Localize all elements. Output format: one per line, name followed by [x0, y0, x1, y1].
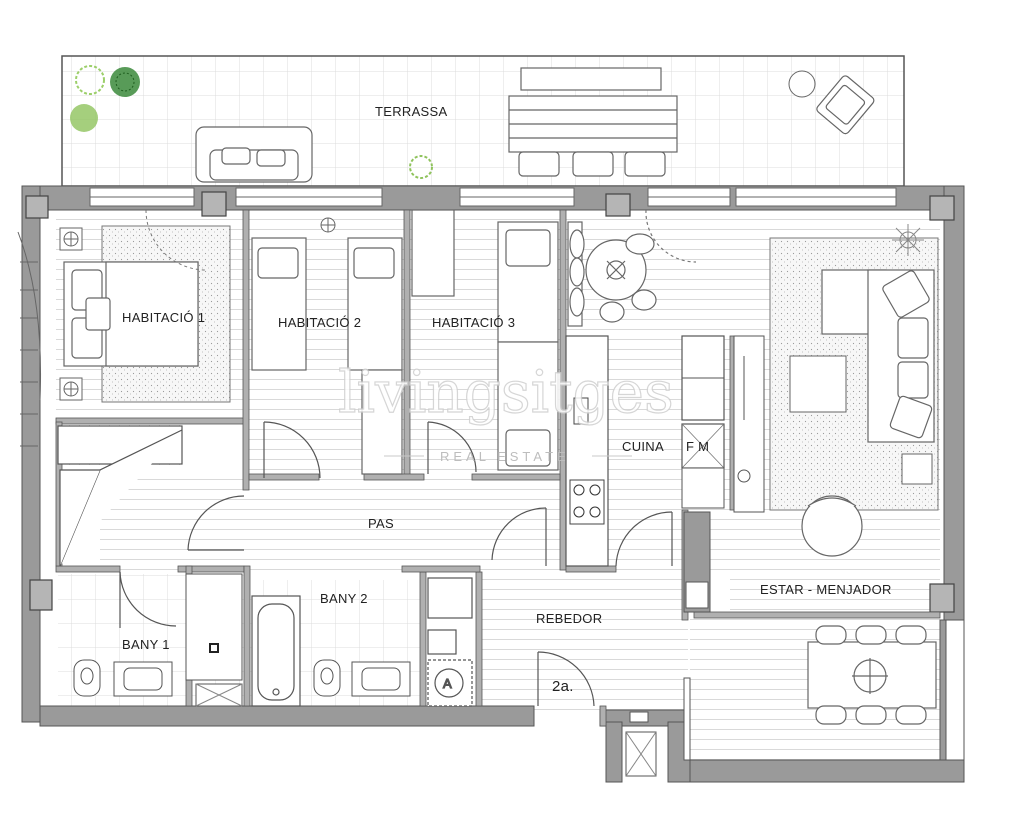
lounge-chair-icon — [816, 75, 875, 135]
side-table-icon — [901, 453, 933, 485]
room-label-bedroom3: HABITACIÓ 3 — [432, 315, 515, 330]
plant-icon — [892, 224, 924, 256]
watermark-tagline: REAL ESTATE — [440, 449, 570, 464]
washbasin-icon — [113, 661, 173, 697]
terrace-dining-icon — [508, 67, 678, 177]
room-label-bedroom2: HABITACIÓ 2 — [278, 315, 361, 330]
washbasin-icon — [351, 661, 411, 697]
sink-icon — [573, 397, 589, 425]
room-label-bathroom1: BANY 1 — [122, 637, 170, 652]
entrance-elements — [625, 677, 691, 777]
utility-closet: A — [427, 577, 473, 707]
living-dining: ESTAR - MENJADOR — [733, 224, 939, 725]
room-label-terrace: TERRASSA — [375, 104, 448, 119]
meter-label: A — [443, 676, 452, 691]
door-number-label: 2a. — [552, 678, 574, 695]
dining-table-icon — [807, 625, 937, 725]
exterior-stairs — [17, 231, 42, 447]
room-label-living-dining: ESTAR - MENJADOR — [760, 582, 892, 597]
room-label-kitchen: CUINA — [622, 439, 664, 454]
kitchen-table-icon — [567, 221, 657, 327]
bathroom-1: BANY 1 — [73, 573, 243, 707]
plant-icon — [70, 65, 433, 179]
kitchen: F M CUINA — [565, 221, 725, 613]
toilet-icon — [73, 659, 101, 697]
doors — [119, 209, 697, 707]
bathroom-2: BANY 2 — [251, 591, 411, 707]
bedroom-1: HABITACIÓ 1 — [59, 209, 231, 403]
terrace: TERRASSA — [61, 55, 905, 187]
room-label-bedroom1: HABITACIÓ 1 — [122, 310, 205, 325]
armchair-icon — [801, 495, 863, 557]
cooktop-icon — [573, 484, 601, 518]
bedside-lamp-icon — [59, 227, 83, 401]
single-bed-icon — [251, 237, 403, 475]
bathtub-icon — [251, 595, 301, 707]
watermark-brand: livingsitges — [338, 358, 674, 426]
room-label-bathroom2: BANY 2 — [320, 591, 368, 606]
fridge-label: F M — [686, 439, 709, 454]
room-label-hallway: PAS — [368, 516, 394, 531]
tv-unit-icon — [733, 335, 765, 513]
pillars — [25, 191, 955, 613]
room-label-entrance: REBEDOR — [536, 611, 602, 626]
windows — [89, 187, 897, 207]
bedroom-3: HABITACIÓ 3 — [411, 209, 559, 471]
ceiling-light-icon — [320, 217, 336, 233]
double-bed-icon — [63, 261, 199, 367]
watermark-logo: livingsitges REAL ESTATE — [337, 357, 674, 464]
bedroom-2: HABITACIÓ 2 — [251, 217, 403, 475]
wardrobe-icon — [57, 425, 183, 567]
coffee-table-icon — [789, 355, 847, 413]
single-bed-icon — [411, 209, 559, 471]
sofa-icon — [821, 269, 935, 443]
terrace-sofa-icon — [195, 126, 313, 183]
toilet-icon — [313, 659, 341, 697]
side-table-icon — [788, 70, 816, 98]
